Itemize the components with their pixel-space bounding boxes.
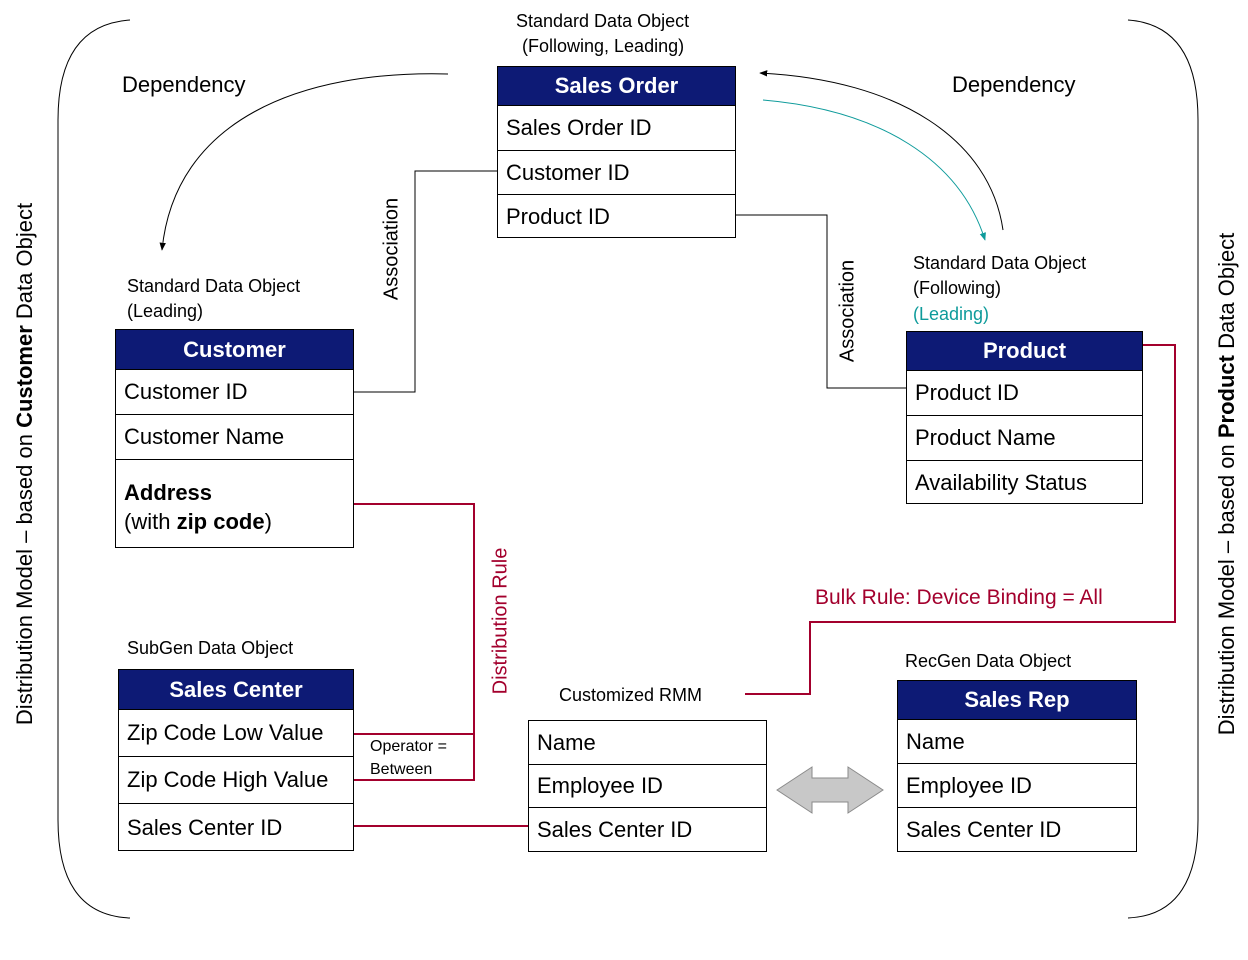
product-field: Product ID	[907, 371, 1142, 416]
left-side-prefix: Distribution Model – based on	[12, 434, 37, 726]
following-teal-arrow	[762, 99, 986, 241]
sales-center-type-line1: SubGen Data Object	[127, 638, 294, 658]
sales-rep-field: Sales Center ID	[906, 817, 1062, 842]
sales-rep-object: Sales Rep Name Employee ID Sales Center …	[897, 680, 1137, 852]
bulk-rule-label: Bulk Rule: Device Binding = All	[815, 586, 1103, 609]
bulk-rule-line	[745, 344, 1176, 695]
customer-field: Customer Name	[116, 415, 353, 460]
sales-rep-field: Name	[898, 720, 1136, 764]
sales-order-field: Product ID	[506, 203, 610, 229]
right-side-suffix: Data Object	[1214, 232, 1239, 349]
sales-center-object: Sales Center Zip Code Low Value Zip Code…	[118, 669, 354, 851]
association-left-label: Association	[380, 197, 403, 301]
right-side-label: Distribution Model – based on Product Da…	[1214, 233, 1240, 736]
right-side-bold: Product	[1214, 354, 1239, 439]
product-type-line2: (Following)	[913, 278, 1002, 298]
sales-order-type-line2: (Following, Leading)	[522, 36, 685, 56]
sales-rep-title: Sales Rep	[898, 681, 1136, 720]
sales-center-field: Zip Code High Value	[119, 757, 353, 804]
customer-field: Customer ID	[116, 370, 353, 415]
operator-label-line1: Operator =	[370, 738, 447, 755]
association-right-line	[735, 214, 906, 389]
sales-center-field: Sales Center ID	[127, 814, 283, 840]
dependency-left-arrow	[159, 73, 449, 251]
left-side-bold: Customer	[12, 325, 37, 428]
rmm-field: Sales Center ID	[537, 816, 693, 842]
sales-order-object: Sales Order Sales Order ID Customer ID P…	[497, 66, 736, 238]
product-object: Product Product ID Product Name Availabi…	[906, 331, 1143, 504]
dependency-right-label: Dependency	[952, 72, 1076, 97]
sales-center-field: Zip Code Low Value	[119, 710, 353, 757]
sales-rep-type-line1: RecGen Data Object	[905, 651, 1072, 671]
left-bracket	[57, 19, 131, 919]
association-right-label: Association	[836, 259, 859, 363]
address-label: Address	[124, 480, 213, 505]
sales-order-type-line1: Standard Data Object	[516, 11, 690, 31]
zip-code-label: zip code	[176, 509, 265, 534]
product-type-line1: Standard Data Object	[913, 253, 1087, 273]
right-side-prefix: Distribution Model – based on	[1214, 444, 1239, 736]
address-close: )	[264, 509, 272, 534]
customer-address-field: Address (with zip code)	[116, 460, 353, 548]
association-left-line	[354, 170, 497, 393]
address-open: (with	[124, 509, 177, 534]
product-title: Product	[907, 332, 1142, 371]
rmm-type-line1: Customized RMM	[559, 685, 703, 705]
dependency-left-label: Dependency	[122, 72, 246, 97]
sales-center-title: Sales Center	[119, 670, 353, 710]
rmm-object: Name Employee ID Sales Center ID	[528, 720, 767, 852]
double-arrow-icon	[776, 766, 884, 814]
distribution-rule-label: Distribution Rule	[489, 547, 512, 695]
product-field: Product Name	[907, 416, 1142, 461]
sales-order-field: Customer ID	[498, 151, 735, 195]
dependency-right-arrow	[759, 70, 1004, 231]
product-type-line3: (Leading)	[913, 304, 990, 324]
customer-type-line1: Standard Data Object	[127, 276, 301, 296]
sales-rep-field: Employee ID	[898, 764, 1136, 808]
sales-order-title: Sales Order	[498, 67, 735, 106]
customer-title: Customer	[116, 330, 353, 370]
customer-object: Customer Customer ID Customer Name Addre…	[115, 329, 354, 548]
customer-type-line2: (Leading)	[127, 301, 204, 321]
sales-order-field: Sales Order ID	[498, 106, 735, 151]
rmm-field: Name	[529, 721, 766, 765]
left-side-label: Distribution Model – based on Customer D…	[12, 203, 38, 725]
product-field: Availability Status	[915, 469, 1088, 495]
distribution-rule-line	[354, 503, 475, 781]
left-side-suffix: Data Object	[12, 202, 37, 320]
right-bracket	[1127, 19, 1199, 919]
rmm-field: Employee ID	[529, 765, 766, 808]
operator-label-line2: Between	[370, 761, 433, 778]
